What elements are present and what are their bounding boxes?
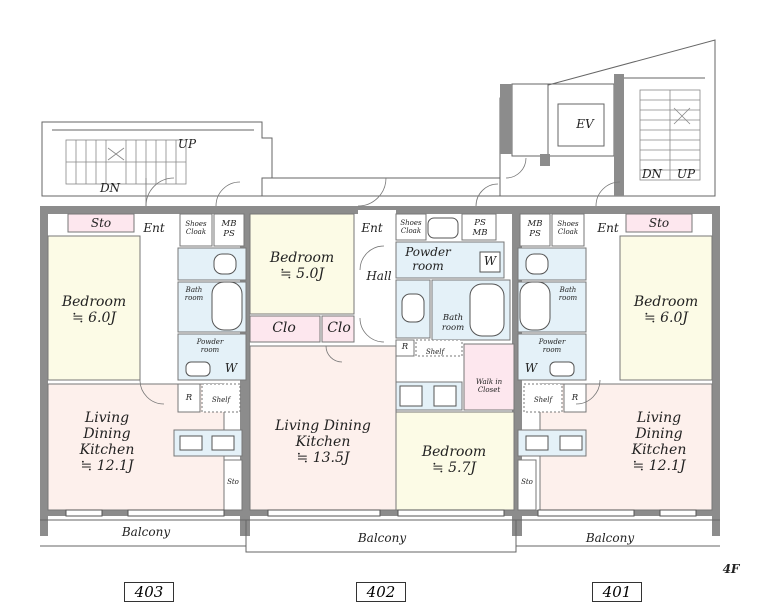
powder-room-label: Powder room xyxy=(538,338,566,355)
entrance-label: Ent xyxy=(597,221,619,235)
shelf-label: Shelf xyxy=(211,396,231,404)
refrigerator-label: R xyxy=(401,342,409,352)
refrigerator-label: R xyxy=(185,393,193,403)
bathroom-label: Bath room xyxy=(441,313,465,333)
entrance-label: Ent xyxy=(143,221,165,235)
entrance-label: Ent xyxy=(361,221,383,235)
bedroom-label: Bedroom ≒ 6.0J xyxy=(61,294,127,327)
bedroom-label: Bedroom ≒ 6.0J xyxy=(633,294,699,327)
unit-403 xyxy=(40,213,247,547)
powder-room-label: Powder room xyxy=(196,338,224,355)
unit-number-402: 402 xyxy=(356,582,406,602)
bathroom-label: Bath room xyxy=(184,286,204,303)
stair-down-label-right: DN xyxy=(641,167,663,181)
washer-label: W xyxy=(524,361,538,375)
storage-label: Sto xyxy=(648,216,670,230)
stair-left xyxy=(65,139,187,185)
outer-structure xyxy=(41,39,716,197)
floor-label: 4F xyxy=(722,562,740,576)
stair-down-label: DN xyxy=(99,181,121,195)
unit-number-401: 401 xyxy=(592,582,642,602)
shoes-cloak-label: Shoes Cloak xyxy=(400,219,422,236)
shelf-label: Shelf xyxy=(533,396,553,404)
unit-402 xyxy=(245,213,517,553)
stair-up-label: UP xyxy=(177,137,197,151)
closet-label: Clo xyxy=(327,320,351,336)
elevator xyxy=(511,83,615,157)
ldk-label: Living Dining Kitchen ≒ 12.1J xyxy=(79,410,135,475)
mb-ps-label: MB PS xyxy=(527,219,543,239)
unit-number-403: 403 xyxy=(124,582,174,602)
shoes-cloak-label: Shoes Cloak xyxy=(557,220,579,237)
balcony-label: Balcony xyxy=(585,531,635,545)
elevator-label: EV xyxy=(576,117,594,131)
storage-label: Sto xyxy=(90,216,112,230)
ldk-label: Living Dining Kitchen ≒ 13.5J xyxy=(275,418,371,467)
mb-ps-label: MB PS xyxy=(221,219,237,239)
storage-label: Sto xyxy=(521,478,533,486)
bedroom-label: Bedroom ≒ 5.7J xyxy=(421,444,487,477)
unit-401 xyxy=(516,213,720,547)
storage-label: Sto xyxy=(227,478,239,486)
washer-label: W xyxy=(224,361,238,375)
closet-label: Clo xyxy=(272,320,296,336)
bedroom-label: Bedroom ≒ 5.0J xyxy=(269,250,335,283)
powder-room-label: Powder room xyxy=(405,245,451,273)
shelf-label: Shelf xyxy=(425,348,445,356)
washer-label: W xyxy=(483,254,497,268)
door-swings xyxy=(139,157,621,405)
hall-label: Hall xyxy=(366,269,392,283)
stair-right xyxy=(639,89,701,181)
refrigerator-label: R xyxy=(571,393,579,403)
stair-up-label-right: UP xyxy=(676,167,696,181)
bathroom-label: Bath room xyxy=(558,286,578,303)
ldk-label: Living Dining Kitchen ≒ 12.1J xyxy=(631,410,687,475)
balcony-label: Balcony xyxy=(357,531,407,545)
ps-mb-label: PS MB xyxy=(472,218,488,238)
shoes-cloak-label: Shoes Cloak xyxy=(185,220,207,237)
balcony-label: Balcony xyxy=(121,525,171,539)
walk-in-closet-label: Walk in Closet xyxy=(475,378,503,395)
